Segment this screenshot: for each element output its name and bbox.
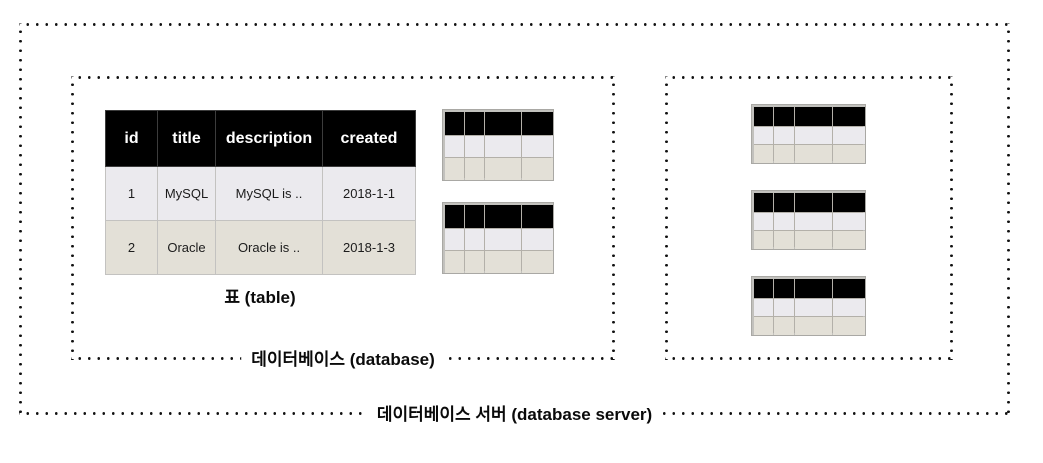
mini-cell — [754, 212, 774, 231]
mini-cell — [484, 135, 522, 158]
mini-cell — [484, 228, 522, 251]
mini-header-cell — [445, 112, 464, 135]
mini-cell — [794, 298, 833, 317]
mini-header-cell — [794, 107, 833, 126]
mini-cell — [794, 212, 833, 231]
mini-header-cell — [774, 279, 794, 298]
mini-cell — [464, 251, 484, 273]
column-header: description — [215, 110, 323, 167]
mini-header-cell — [774, 107, 794, 126]
mini-cell — [754, 145, 774, 163]
mini-cell — [445, 228, 464, 251]
mini-cell — [484, 251, 522, 273]
table-cell: 2018-1-1 — [322, 166, 416, 221]
mini-cell — [774, 231, 794, 249]
mini-cell — [464, 228, 484, 251]
mini-cell — [794, 145, 833, 163]
mini-cell — [833, 298, 866, 317]
mini-header-cell — [464, 112, 484, 135]
mini-cell — [833, 317, 866, 335]
mini-header-cell — [522, 112, 554, 135]
mini-cell — [774, 145, 794, 163]
mini-cell — [484, 158, 522, 180]
mini-cell — [794, 126, 833, 145]
table-cell: Oracle is .. — [215, 220, 323, 275]
database-server-label: 데이터베이스 서버 (database server) — [366, 404, 663, 426]
mini-cell — [754, 126, 774, 145]
table-cell: Oracle — [157, 220, 216, 275]
column-header: id — [105, 110, 158, 167]
mini-cell — [794, 317, 833, 335]
mini-cell — [522, 251, 554, 273]
database-label: 데이터베이스 (database) — [241, 349, 445, 371]
table-cell: 2018-1-3 — [322, 220, 416, 275]
mini-cell — [833, 126, 866, 145]
mini-cell — [833, 212, 866, 231]
table-cell: 2 — [105, 220, 158, 275]
table-cell: 1 — [105, 166, 158, 221]
mini-table — [442, 109, 554, 181]
mini-header-cell — [445, 205, 464, 228]
mini-cell — [754, 317, 774, 335]
mini-cell — [774, 212, 794, 231]
mini-header-cell — [794, 279, 833, 298]
mini-cell — [464, 135, 484, 158]
table-cell: MySQL — [157, 166, 216, 221]
mini-cell — [774, 317, 794, 335]
mini-table — [751, 190, 866, 250]
mini-cell — [464, 158, 484, 180]
table-caption: 표 (table) — [224, 288, 296, 307]
mini-cell — [754, 231, 774, 249]
mini-cell — [833, 145, 866, 163]
mini-header-cell — [754, 107, 774, 126]
mini-header-cell — [833, 279, 866, 298]
mini-header-cell — [794, 193, 833, 212]
mini-cell — [522, 158, 554, 180]
mini-cell — [833, 231, 866, 249]
mini-header-cell — [833, 107, 866, 126]
mini-table — [442, 202, 554, 274]
mini-cell — [522, 135, 554, 158]
table-cell: MySQL is .. — [215, 166, 323, 221]
mini-header-cell — [774, 193, 794, 212]
mini-table — [751, 104, 866, 164]
mini-cell — [774, 126, 794, 145]
mini-cell — [445, 251, 464, 273]
mini-cell — [774, 298, 794, 317]
mini-header-cell — [484, 112, 522, 135]
mini-header-cell — [522, 205, 554, 228]
mini-header-cell — [754, 279, 774, 298]
mini-cell — [445, 158, 464, 180]
mini-cell — [754, 298, 774, 317]
mini-cell — [794, 231, 833, 249]
column-header: created — [322, 110, 416, 167]
mini-header-cell — [484, 205, 522, 228]
column-header: title — [157, 110, 216, 167]
mini-header-cell — [464, 205, 484, 228]
mini-cell — [445, 135, 464, 158]
mini-cell — [522, 228, 554, 251]
mini-header-cell — [754, 193, 774, 212]
mini-header-cell — [833, 193, 866, 212]
mini-table — [751, 276, 866, 336]
